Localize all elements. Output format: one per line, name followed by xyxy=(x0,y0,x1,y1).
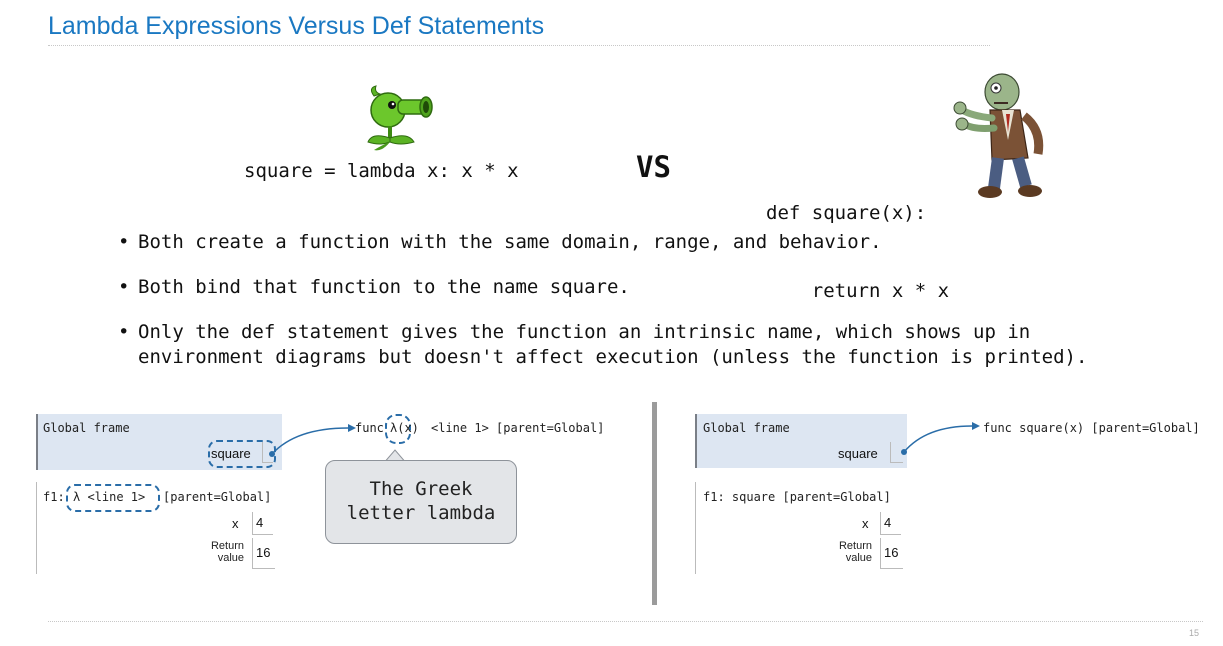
vs-label: VS xyxy=(636,150,671,184)
binding-name-square-right: square xyxy=(838,446,878,461)
return-label-line-2: value xyxy=(217,552,244,564)
global-frame-label-right: Global frame xyxy=(703,421,790,435)
page-number: 15 xyxy=(1189,628,1200,638)
global-frame-right xyxy=(695,414,907,468)
global-frame-label: Global frame xyxy=(43,421,130,435)
var-x-box xyxy=(252,512,273,535)
f1-frame-lambda: λ <line 1> xyxy=(73,490,146,504)
bullet-text-continued: environment diagrams but doesn't affect … xyxy=(138,346,1088,368)
return-value-right: 16 xyxy=(884,545,899,560)
bullet-item: • Only the def statement gives the funct… xyxy=(118,320,1087,420)
bullet-item: • Both bind that function to the name sq… xyxy=(118,275,630,350)
bullet-text: Both bind that function to the name squa… xyxy=(138,276,630,298)
diagram-divider xyxy=(652,402,657,605)
return-value-label: Return value xyxy=(196,540,244,564)
title-divider xyxy=(48,45,990,46)
f1-frame-label-right: f1: square [parent=Global] xyxy=(703,490,891,504)
return-label-line-1: Return xyxy=(210,540,244,552)
var-x-value-right: 4 xyxy=(884,515,892,530)
func-object-prefix: func xyxy=(355,421,384,435)
footer-divider xyxy=(48,621,1203,622)
bullet-dot: • xyxy=(118,276,130,298)
binding-arrow-right xyxy=(901,422,980,455)
bullet-item: • Both create a function with the same d… xyxy=(118,230,882,305)
f1-lambda-highlight xyxy=(66,484,160,512)
binding-value-box-right xyxy=(890,442,903,463)
bullet-dot: • xyxy=(118,231,130,253)
var-x-value: 4 xyxy=(256,515,264,530)
global-frame xyxy=(36,414,282,470)
f1-frame-right xyxy=(695,482,908,574)
func-object-right: func square(x) [parent=Global] xyxy=(983,421,1200,435)
return-value-label-right: Return value xyxy=(824,540,872,564)
return-label-line-1-right: Return xyxy=(838,540,872,552)
f1-frame-parent: [parent=Global] xyxy=(163,490,272,504)
binding-arrow xyxy=(269,424,356,457)
func-object-lambda: λ(x) xyxy=(390,421,419,435)
callout-line-1: The Greek xyxy=(369,478,473,500)
lambda-symbol-highlight xyxy=(385,414,411,444)
binding-value-box xyxy=(262,442,273,463)
func-object-suffix: <line 1> [parent=Global] xyxy=(431,421,605,435)
def-code-line-1: def square(x): xyxy=(766,202,927,224)
var-x-box-right xyxy=(880,512,901,535)
return-value-box xyxy=(252,538,275,569)
slide-title: Lambda Expressions Versus Def Statements xyxy=(48,12,545,40)
bullet-dot: • xyxy=(118,321,130,343)
return-label-line-2-right: value xyxy=(845,552,872,564)
var-x-label-right: x xyxy=(862,516,869,531)
def-code-line-2: return x * x xyxy=(766,280,950,302)
lambda-code: square = lambda x: x * x xyxy=(244,160,519,182)
return-value-box-right xyxy=(880,538,903,569)
bullet-text: Both create a function with the same dom… xyxy=(138,231,882,253)
return-value: 16 xyxy=(256,545,271,560)
var-x-label: x xyxy=(232,516,239,531)
zombie-icon xyxy=(953,73,1044,198)
f1-frame-prefix: f1: xyxy=(43,490,65,504)
binding-name-square: square xyxy=(211,446,251,461)
peashooter-plant-icon xyxy=(367,85,433,151)
def-code: def square(x): return x * x xyxy=(766,148,949,330)
bullet-text: Only the def statement gives the functio… xyxy=(138,321,1031,343)
f1-frame xyxy=(36,482,277,574)
callout-box: The Greek letter lambda xyxy=(325,460,517,544)
callout-line-2: letter lambda xyxy=(346,502,496,524)
